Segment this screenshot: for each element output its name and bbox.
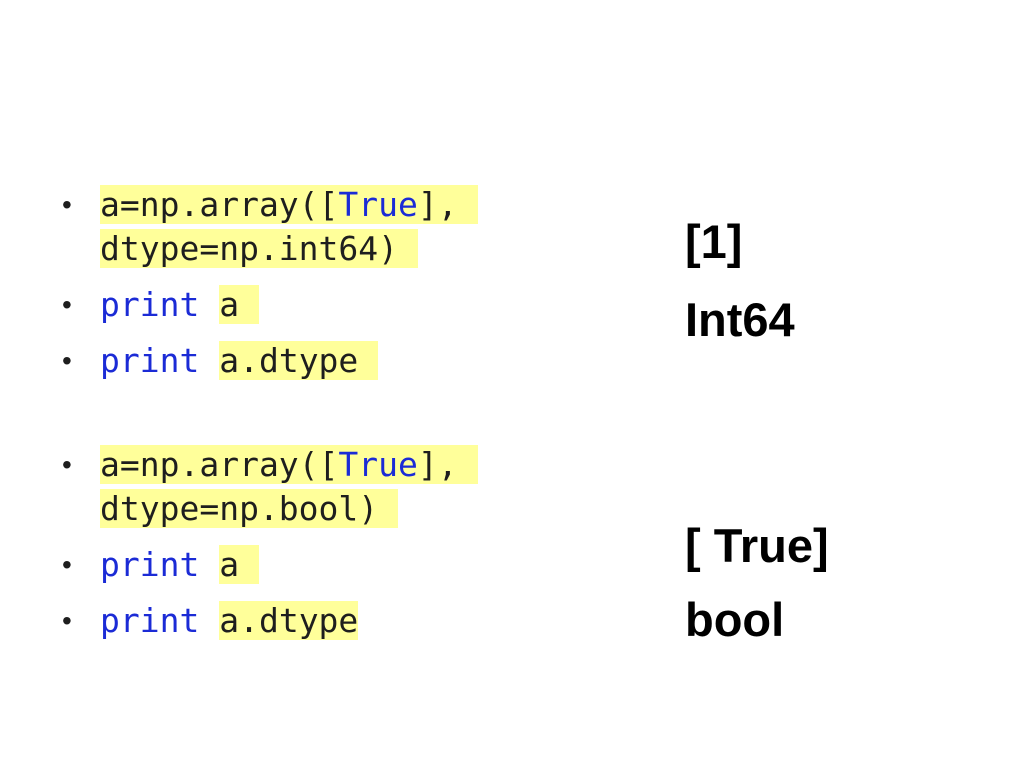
- code-bullet-print-dtype: • print a.dtype: [62, 599, 582, 643]
- code-text: a: [219, 545, 240, 584]
- output-dtype-int64: Int64: [685, 293, 795, 346]
- code-keyword: True: [338, 185, 418, 224]
- code-highlight: a=np.array([True],: [100, 185, 478, 224]
- code-text: a: [219, 285, 240, 324]
- code-text: a=np.array([: [100, 185, 339, 224]
- code-highlight: a=np.array([True],: [100, 445, 478, 484]
- code-highlight: a.dtype: [219, 601, 359, 640]
- code-text: a.dtype: [219, 601, 359, 640]
- code-text: a=np.array([: [100, 445, 339, 484]
- output-value-bool: [ True]: [685, 519, 829, 572]
- output-dtype-bool: bool: [685, 593, 785, 646]
- code-keyword: True: [338, 445, 418, 484]
- bullet-dot: •: [62, 289, 72, 320]
- code-text: ],: [417, 185, 458, 224]
- code-highlight: a: [219, 285, 259, 324]
- bullet-dot: •: [62, 549, 72, 580]
- code-highlight: a.dtype: [219, 341, 379, 380]
- bullet-dot: •: [62, 345, 72, 376]
- bullet-dot: •: [62, 605, 72, 636]
- bullet-dot: •: [62, 449, 72, 480]
- code-listing: •a=np.array([True], dtype=np.int64) •pri…: [62, 183, 582, 643]
- code-text: dtype=np.bool): [100, 489, 379, 528]
- code-text: dtype=np.int64): [100, 229, 399, 268]
- code-bullet-print-dtype: • print a.dtype: [62, 339, 582, 383]
- code-text: a.dtype: [219, 341, 359, 380]
- output-value-int64: [1]: [685, 215, 743, 268]
- code-bullet-array-int64: • a=np.array([True], dtype=np.int64): [62, 183, 582, 271]
- code-highlight: dtype=np.bool): [100, 489, 399, 528]
- code-bullet-array-bool: • a=np.array([True], dtype=np.bool): [62, 443, 582, 531]
- code-highlight: dtype=np.int64): [100, 229, 418, 268]
- bullet-dot: •: [62, 189, 72, 220]
- code-keyword: print: [100, 545, 200, 584]
- code-keyword: print: [100, 341, 200, 380]
- code-keyword: print: [100, 285, 200, 324]
- code-bullet-print-a: • print a: [62, 543, 582, 587]
- code-text: ],: [417, 445, 458, 484]
- code-bullet-print-a: • print a: [62, 283, 582, 327]
- code-keyword: print: [100, 601, 200, 640]
- code-highlight: a: [219, 545, 259, 584]
